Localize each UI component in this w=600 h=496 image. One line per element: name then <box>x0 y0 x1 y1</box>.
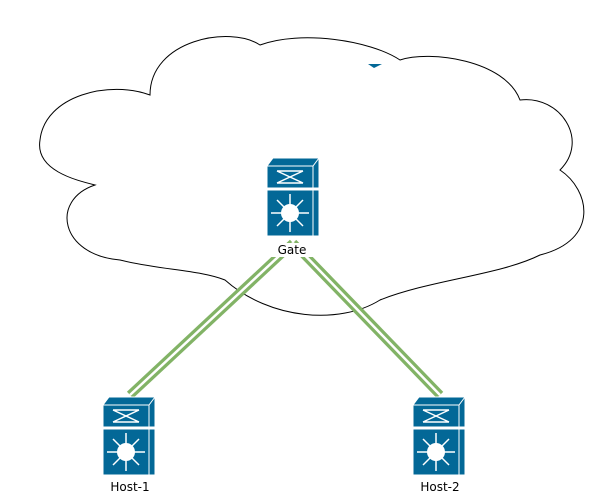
layer3-switch-icon[interactable] <box>102 396 156 476</box>
node-label-host1: Host-1 <box>110 480 150 494</box>
layer3-switch-icon[interactable] <box>412 396 466 476</box>
link-gate-host1 <box>126 239 297 399</box>
node-label-gate: Gate <box>270 243 314 257</box>
layer3-switch-icon[interactable] <box>266 157 320 237</box>
cloud-artifact <box>368 64 382 68</box>
node-label-host2: Host-2 <box>420 480 460 494</box>
link-gate-host2 <box>289 239 444 399</box>
